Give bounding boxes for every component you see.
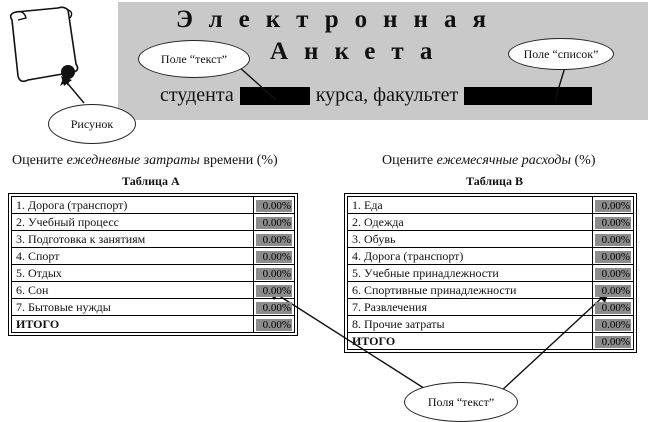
percent-text-field[interactable]: 0.00% [595,284,631,297]
row-label: 2. Учебный процесс [11,213,254,231]
value-cell: 0.00% [253,298,295,316]
course-text-field[interactable] [239,86,310,105]
value-cell: 0.00% [592,196,634,214]
percent-text-field[interactable]: 0.00% [595,301,631,314]
value-cell: 0.00% [253,213,295,231]
total-label: ИТОГО [11,315,254,333]
row-label: 3. Обувь [347,230,593,248]
caption-b-suffix: (%) [571,153,596,168]
row-label: 5. Учебные принадлежности [347,264,593,282]
percent-text-field[interactable]: 0.00% [256,267,292,280]
value-cell: 0.00% [253,196,295,214]
row-label: 5. Отдых [11,264,254,282]
table-a-title: Таблица А [122,174,180,188]
row-label: 4. Спорт [11,247,254,265]
table-a: 1. Дорога (транспорт)0.00%2. Учебный про… [8,193,298,336]
row-label: 4. Дорога (транспорт) [347,247,593,265]
banner-student-line: студента курса, факультет [160,84,593,107]
percent-text-field[interactable]: 0.00% [595,267,631,280]
caption-b-prefix: Оцените [382,153,437,168]
value-cell: 0.00% [592,281,634,299]
percent-text-field[interactable]: 0.00% [595,199,631,212]
callout-text-fields: Поля “текст” [404,382,518,422]
course-faculty-label: курса, факультет [315,84,459,106]
faculty-list-field[interactable] [464,86,593,105]
row-label: 7. Бытовые нужды [11,298,254,316]
percent-text-field[interactable]: 0.00% [256,250,292,263]
value-cell: 0.00% [592,213,634,231]
callout-picture: Рисунок [48,104,136,144]
caption-a-suffix: времени (%) [199,153,278,168]
percent-text-field[interactable]: 0.00% [595,318,631,331]
percent-text-field[interactable]: 0.00% [256,233,292,246]
value-cell: 0.00% [253,315,295,333]
value-cell: 0.00% [592,315,634,333]
value-cell: 0.00% [592,247,634,265]
table-row: 1. Дорога (транспорт)0.00% [11,196,295,214]
student-label: студента [160,84,234,106]
row-label: 8. Прочие затраты [347,315,593,333]
value-cell: 0.00% [592,298,634,316]
caption-table-b: Оцените ежемесячные расходы (%) [382,153,596,169]
pointer-list-field [554,63,567,101]
row-label: 7. Развлечения [347,298,593,316]
banner-title-line1: Электронная [176,6,502,33]
banner-title-line2: Анкета [270,38,449,65]
percent-text-field[interactable]: 0.00% [256,216,292,229]
callout-text-field: Поле “текст” [138,40,250,78]
total-label: ИТОГО [347,332,593,350]
caption-b-italic: ежемесячные расходы [436,153,571,168]
value-cell: 0.00% [253,264,295,282]
row-label: 1. Дорога (транспорт) [11,196,254,214]
value-cell: 0.00% [592,264,634,282]
total-text-field[interactable]: 0.00% [595,335,631,348]
value-cell: 0.00% [253,230,295,248]
percent-text-field[interactable]: 0.00% [595,250,631,263]
row-label: 6. Спортивные принадлежности [347,281,593,299]
value-cell: 0.00% [592,332,634,350]
caption-a-italic: ежедневные затраты [66,153,200,168]
row-label: 2. Одежда [347,213,593,231]
scroll-diploma-icon [9,6,79,86]
value-cell: 0.00% [253,247,295,265]
callout-list-field: Поле “список” [508,38,614,70]
percent-text-field[interactable]: 0.00% [256,301,292,314]
row-label: 3. Подготовка к занятиям [11,230,254,248]
percent-text-field[interactable]: 0.00% [595,233,631,246]
percent-text-field[interactable]: 0.00% [256,199,292,212]
pointer-text-field [237,65,277,101]
caption-table-a: Оцените ежедневные затраты времени (%) [12,153,278,169]
total-text-field[interactable]: 0.00% [256,318,292,331]
table-b-title: Таблица В [466,174,523,188]
row-label: 6. Сон [11,281,254,299]
value-cell: 0.00% [253,281,295,299]
value-cell: 0.00% [592,230,634,248]
caption-a-prefix: Оцените [12,153,67,168]
percent-text-field[interactable]: 0.00% [595,216,631,229]
table-row: 4. Дорога (транспорт)0.00% [347,247,634,265]
percent-text-field[interactable]: 0.00% [256,284,292,297]
row-label: 1. Еда [347,196,593,214]
pointer-picture-arrowhead [61,76,72,86]
